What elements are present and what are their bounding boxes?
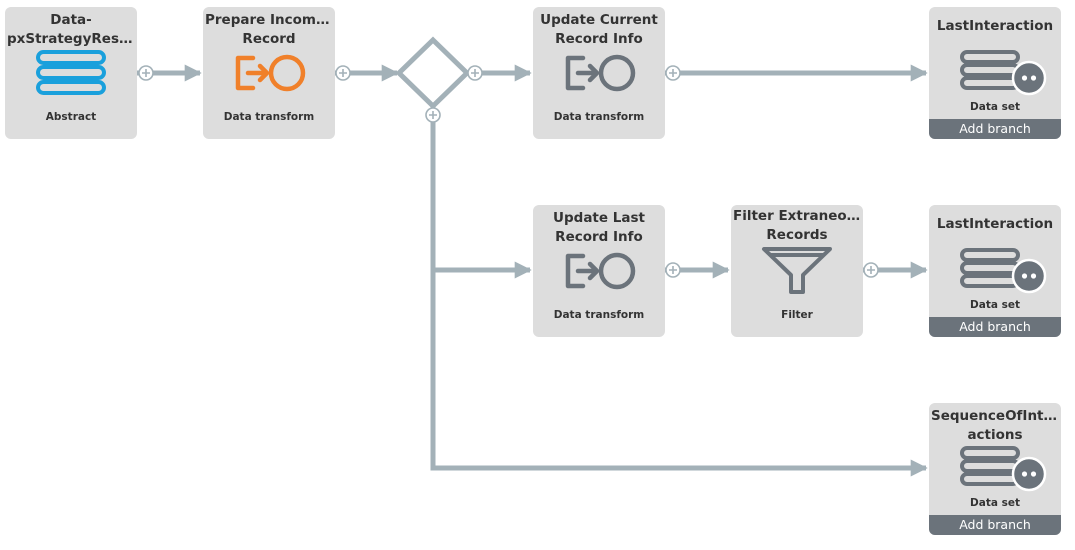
node-type-label: Data transform (553, 309, 645, 321)
title-line-1: Data- (50, 12, 92, 28)
node-type-label: Data set (970, 101, 1020, 113)
add-branch-button[interactable]: Add branch (929, 317, 1061, 337)
node-type-label: Abstract (45, 111, 97, 123)
node-dataset-last-interaction-middle[interactable]: LastInteraction Data set Add branch (929, 205, 1061, 337)
node-type-label: Data transform (223, 111, 315, 123)
node-type-label: Filter (781, 309, 813, 321)
node-update-current-record-info[interactable]: Update Current Record Info Data transfor… (533, 7, 665, 139)
node-title: LastInteraction (931, 17, 1059, 36)
node-type-label: Data set (970, 299, 1020, 311)
title-line-1: Update Current (540, 12, 658, 28)
title-line-1: Filter Extraneous (733, 208, 861, 224)
add-connector-icon[interactable] (665, 65, 681, 81)
add-branch-button[interactable]: Add branch (929, 515, 1061, 535)
title-line-1: Update Last (553, 210, 645, 226)
node-title: Data- pxStrategyResu... (7, 11, 135, 49)
node-title: Update Current Record Info (535, 11, 663, 49)
node-type-label: Data transform (553, 111, 645, 123)
title-line-2: pxStrategyResu... (7, 31, 135, 47)
title-line-1: SequenceOfInter (931, 408, 1059, 424)
node-dataset-last-interaction-top[interactable]: LastInteraction Data set Add branch (929, 7, 1061, 139)
node-type-label: Data set (970, 497, 1020, 509)
node-title: Prepare Incoming Record (205, 11, 333, 49)
title-line-1: LastInteraction (936, 18, 1054, 34)
node-filter-extraneous-records[interactable]: Filter Extraneous Records Filter (731, 205, 863, 337)
node-title: Update Last Record Info (535, 209, 663, 247)
title-line-2: Record Info (555, 229, 643, 245)
node-title: LastInteraction (931, 215, 1059, 234)
node-source-abstract[interactable]: Data- pxStrategyResu... Abstract (5, 7, 137, 139)
node-prepare-incoming-record[interactable]: Prepare Incoming Record Data transform (203, 7, 335, 139)
title-line-2: Record Info (555, 31, 643, 47)
decision-shape[interactable] (395, 36, 471, 110)
title-line-1: LastInteraction (936, 216, 1054, 232)
add-connector-icon[interactable] (665, 262, 681, 278)
add-connector-icon[interactable] (863, 262, 879, 278)
node-dataset-sequence-of-interactions[interactable]: SequenceOfInter actions Data set Add bra… (929, 403, 1061, 535)
node-update-last-record-info[interactable]: Update Last Record Info Data transform (533, 205, 665, 337)
title-line-2: Records (766, 227, 828, 243)
add-connector-icon[interactable] (335, 65, 351, 81)
node-title: Filter Extraneous Records (733, 207, 861, 245)
title-line-1: Prepare Incoming (205, 12, 333, 28)
title-line-2: Record (242, 31, 296, 47)
add-connector-icon[interactable] (467, 65, 483, 81)
add-connector-icon[interactable] (425, 107, 441, 123)
title-line-2: actions (967, 427, 1023, 443)
node-title: SequenceOfInter actions (931, 407, 1059, 445)
connector-decision-trunk (430, 107, 928, 477)
add-branch-button[interactable]: Add branch (929, 119, 1061, 139)
add-connector-icon[interactable] (138, 65, 154, 81)
connector-handles[interactable] (138, 65, 879, 278)
